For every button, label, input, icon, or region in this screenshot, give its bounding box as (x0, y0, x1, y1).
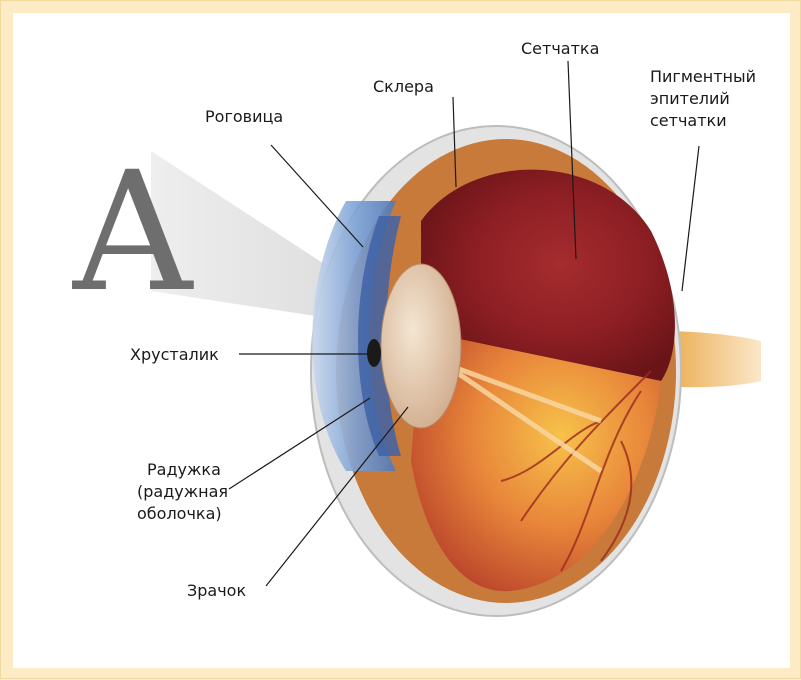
label-iris-2: (радужная (137, 482, 228, 501)
label-lens: Хрусталик (130, 345, 219, 364)
label-pigment-epithelium-1: Пигментный (650, 67, 756, 86)
lens (381, 264, 461, 428)
label-pigment-epithelium-2: эпителий (650, 89, 730, 108)
label-cornea: Роговица (205, 107, 283, 126)
label-pigment-epithelium-3: сетчатки (650, 111, 727, 130)
label-sclera: Склера (373, 77, 434, 96)
label-iris-1: Радужка (147, 460, 221, 479)
label-iris-3: оболочка) (137, 504, 222, 523)
label-retina: Сетчатка (521, 39, 599, 58)
pupil (367, 339, 381, 367)
letter-a: A (72, 136, 194, 328)
label-pupil: Зрачок (187, 581, 246, 600)
